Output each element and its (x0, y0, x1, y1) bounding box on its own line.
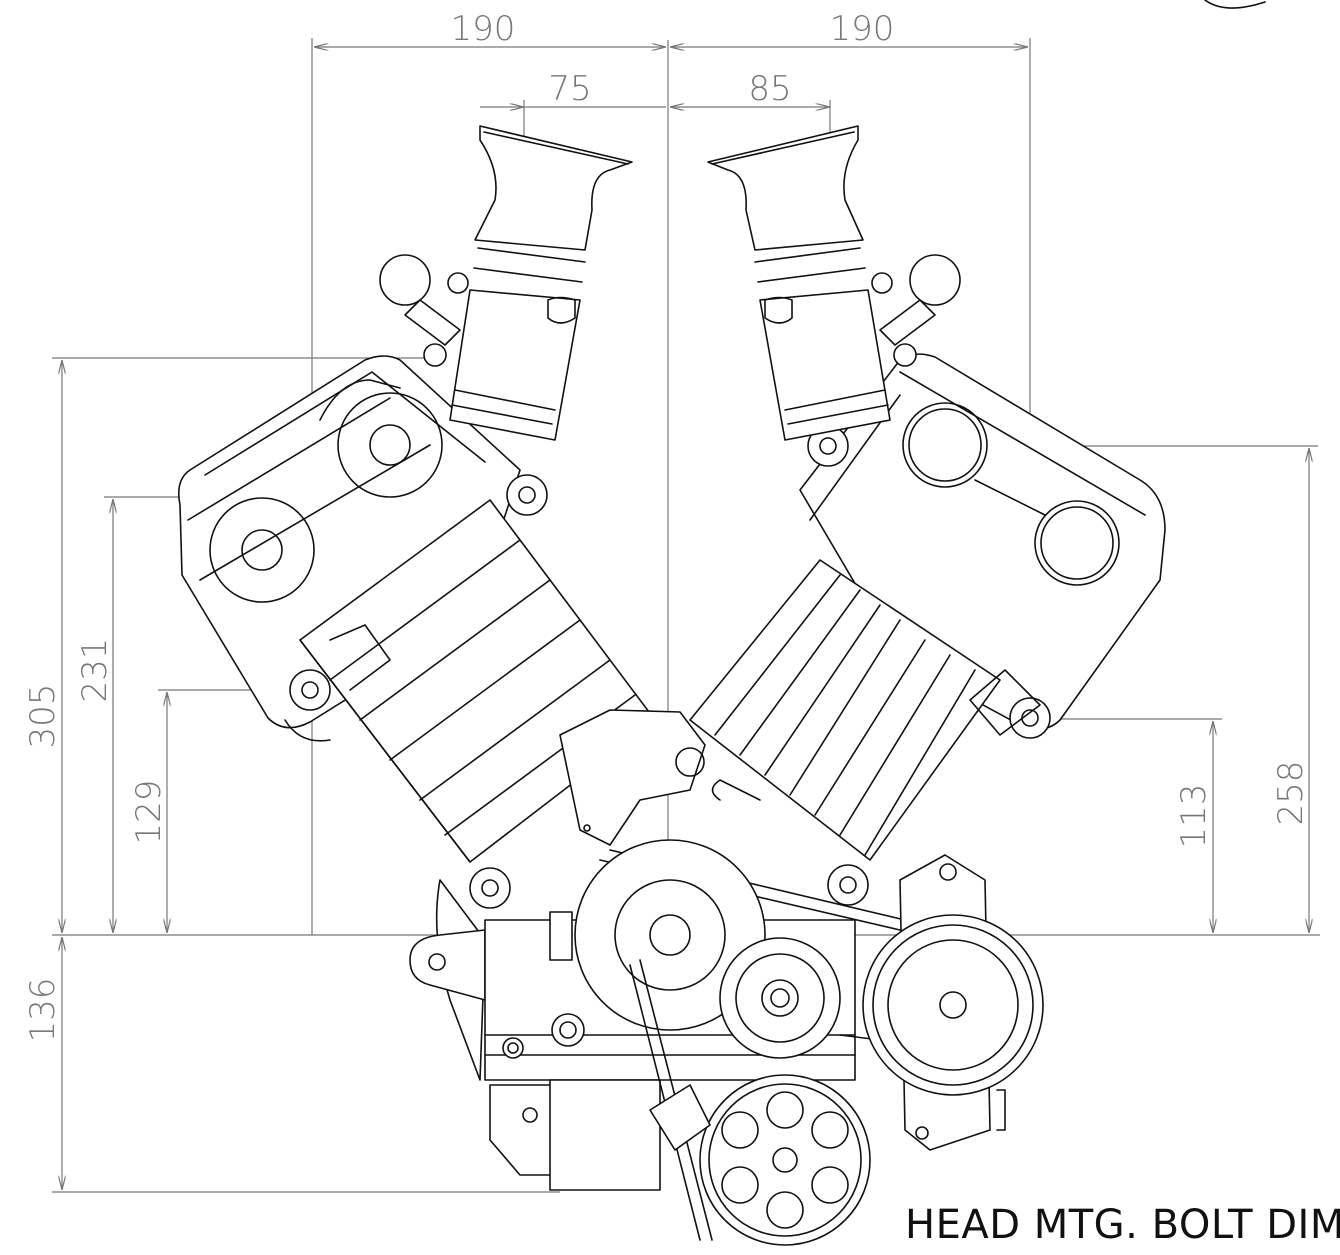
left-cylinder-bank (177, 355, 656, 909)
dim-85: 85 (748, 69, 791, 109)
dim-231: 231 (75, 638, 115, 703)
right-intake-trumpet (707, 125, 961, 441)
left-intake-trumpet (379, 125, 633, 441)
head-mounting-bolt-note: HEAD MTG. BOLT DIM (905, 1202, 1340, 1248)
dim-190-right: 190 (830, 9, 895, 49)
belt-drive (574, 839, 1044, 1246)
dim-113: 113 (1174, 784, 1214, 849)
crankcase (409, 709, 856, 1191)
dim-129: 129 (129, 780, 169, 845)
dimension-lines (52, 38, 1320, 1193)
right-cylinder-bank (689, 353, 1166, 906)
dim-190-left: 190 (451, 9, 516, 49)
dim-75: 75 (548, 69, 591, 109)
dim-136: 136 (23, 978, 63, 1043)
dim-305: 305 (23, 684, 63, 749)
dim-258: 258 (1271, 761, 1311, 826)
logo-partial (1204, 0, 1266, 9)
